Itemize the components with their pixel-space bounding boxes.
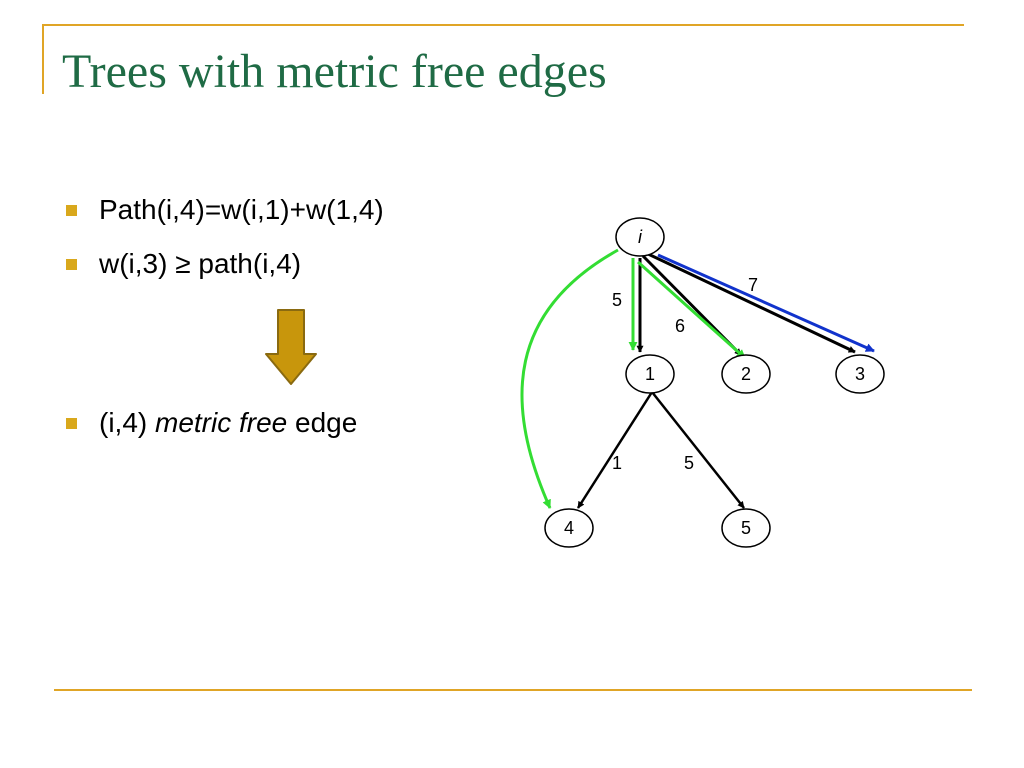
node-4-label: 4	[564, 518, 574, 538]
edge-1-5	[651, 391, 745, 509]
bullet-metric-free-edge: (i,4) metric free edge	[66, 405, 357, 441]
down-arrow-icon	[265, 309, 317, 385]
node-2: 2	[721, 354, 771, 394]
bullet-text: w(i,3) ≥ path(i,4)	[99, 248, 302, 279]
edge-1-4	[576, 391, 654, 509]
node-3: 3	[835, 354, 885, 394]
edge-weight-1-4: 1	[612, 453, 622, 473]
bullet-path-definition: Path(i,4)=w(i,1)+w(1,4)	[66, 192, 384, 228]
bullet-text-prefix: (i,4)	[99, 407, 155, 438]
bullet-weight-inequality: w(i,3) ≥ path(i,4)	[66, 246, 301, 282]
frame-top-rule	[42, 24, 964, 26]
bullet-marker	[66, 417, 77, 429]
bullet-text-emphasis: metric free	[155, 407, 288, 438]
edge-weight-i-3: 7	[748, 275, 758, 295]
bullet-text: Path(i,4)=w(i,1)+w(1,4)	[99, 194, 384, 225]
node-3-label: 3	[855, 364, 865, 384]
bullet-text-suffix: edge	[287, 407, 358, 438]
node-5: 5	[721, 508, 771, 548]
highlight-path-i-3	[657, 253, 875, 353]
node-1: 1	[625, 354, 675, 394]
node-i-label: i	[638, 227, 643, 247]
edge-weight-i-2: 6	[675, 316, 685, 336]
frame-left-rule	[42, 24, 44, 94]
edge-weight-1-5: 5	[684, 453, 694, 473]
bullet-marker	[66, 204, 77, 216]
node-4: 4	[544, 508, 594, 548]
highlight-path-i-2	[636, 260, 747, 360]
edge-i-3	[645, 251, 856, 354]
node-5-label: 5	[741, 518, 751, 538]
edge-weight-i-1: 5	[612, 290, 622, 310]
highlight-path-i-4	[520, 248, 619, 509]
node-2-label: 2	[741, 364, 751, 384]
slide-title: Trees with metric free edges	[62, 45, 607, 98]
node-i: i	[615, 217, 665, 257]
bullet-marker	[66, 258, 77, 270]
node-1-label: 1	[645, 364, 655, 384]
frame-bottom-rule	[54, 689, 972, 691]
